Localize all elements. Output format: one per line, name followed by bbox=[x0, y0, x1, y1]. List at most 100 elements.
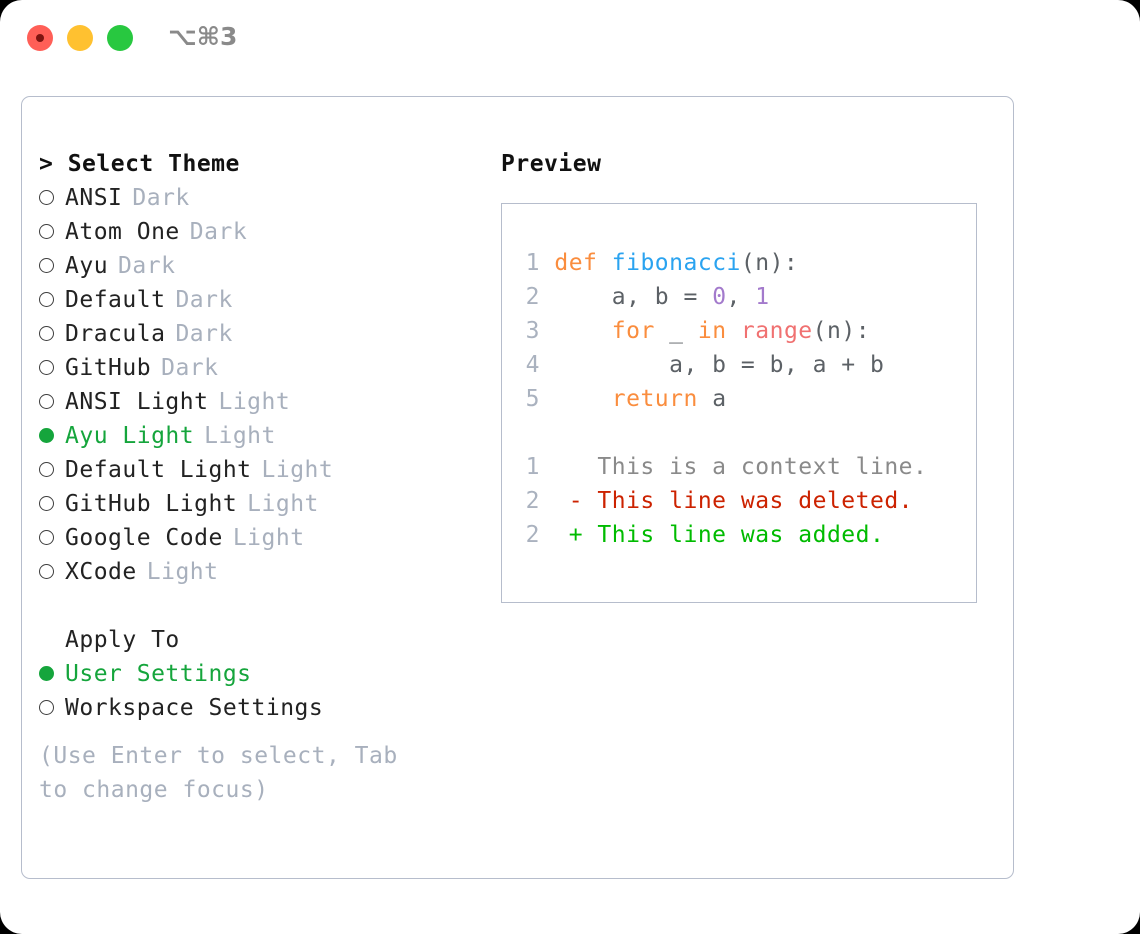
list-item[interactable]: Ayu Light Light bbox=[39, 419, 479, 453]
code-line: 4 a, b = b, a + b bbox=[514, 348, 927, 382]
list-item-label: ANSI Light bbox=[65, 389, 209, 415]
theme-variant-tag: Dark bbox=[118, 253, 176, 279]
hollow-circle-icon bbox=[39, 257, 54, 273]
list-item[interactable]: ANSI Light Light bbox=[39, 385, 479, 419]
code-token-kw: in bbox=[697, 318, 727, 344]
line-number: 3 bbox=[525, 318, 540, 344]
list-item-label: Google Code bbox=[65, 525, 223, 551]
list-item[interactable]: Atom One Dark bbox=[39, 215, 479, 249]
list-item[interactable]: GitHub Dark bbox=[39, 351, 479, 385]
list-item-label: ANSI bbox=[65, 185, 123, 211]
line-number: 2 bbox=[525, 284, 540, 310]
list-item-label: GitHub bbox=[65, 355, 152, 381]
line-number: 5 bbox=[525, 386, 540, 412]
code-token-plain: , bbox=[726, 284, 756, 310]
radio-unselected-icon bbox=[39, 453, 65, 487]
hollow-circle-icon bbox=[39, 393, 54, 409]
hollow-circle-icon bbox=[39, 223, 54, 239]
code-token-num: 1 bbox=[755, 284, 770, 310]
theme-variant-tag: Dark bbox=[132, 185, 190, 211]
list-item[interactable]: Google Code Light bbox=[39, 521, 479, 555]
list-item[interactable]: Ayu Dark bbox=[39, 249, 479, 283]
hollow-circle-icon bbox=[39, 189, 54, 205]
list-item-label: Ayu bbox=[65, 253, 109, 279]
diff-line: 2 + This line was added. bbox=[514, 518, 927, 552]
theme-variant-tag: Dark bbox=[175, 287, 233, 313]
code-token-plain: a bbox=[697, 386, 727, 412]
radio-selected-icon bbox=[39, 657, 65, 691]
list-item-label: Default Light bbox=[65, 457, 252, 483]
code-line: 1 def fibonacci(n): bbox=[514, 246, 927, 280]
line-number: 1 bbox=[525, 250, 540, 276]
close-button[interactable] bbox=[27, 25, 53, 51]
list-item[interactable]: User Settings bbox=[39, 657, 479, 691]
radio-unselected-icon bbox=[39, 487, 65, 521]
code-token-plain: _ bbox=[654, 318, 698, 344]
list-item-label: Atom One bbox=[65, 219, 180, 245]
code-preview: 1 def fibonacci(n): 2 a, b = 0, 1 3 for _ … bbox=[514, 246, 927, 552]
theme-variant-tag: Light bbox=[218, 389, 291, 415]
keyboard-hint-text: (Use Enter to select, Tab to change focu… bbox=[39, 743, 398, 803]
list-item[interactable]: Dracula Dark bbox=[39, 317, 479, 351]
theme-variant-tag: Light bbox=[204, 423, 276, 449]
filled-circle-icon bbox=[39, 427, 54, 443]
code-token-built: range bbox=[740, 318, 813, 344]
radio-unselected-icon bbox=[39, 181, 65, 215]
hollow-circle-icon bbox=[39, 325, 54, 341]
theme-variant-tag: Light bbox=[146, 559, 219, 585]
hollow-circle-icon bbox=[39, 563, 54, 579]
list-item[interactable]: Workspace Settings bbox=[39, 691, 479, 725]
code-token-plain bbox=[554, 386, 611, 412]
radio-unselected-icon bbox=[39, 249, 65, 283]
maximize-button[interactable] bbox=[107, 25, 133, 51]
theme-variant-tag: Dark bbox=[161, 355, 219, 381]
code-token-fn: fibonacci bbox=[611, 250, 741, 276]
preview-column: Preview 1 def fibonacci(n): 2 a, b = 0, 1… bbox=[501, 147, 991, 603]
code-token-kw: return bbox=[611, 386, 698, 412]
apply-to-heading: Apply To bbox=[65, 627, 180, 653]
traffic-light-buttons bbox=[27, 25, 133, 51]
preview-box: 1 def fibonacci(n): 2 a, b = 0, 1 3 for _ … bbox=[501, 203, 977, 603]
theme-variant-tag: Light bbox=[232, 525, 305, 551]
line-number: 4 bbox=[525, 352, 540, 378]
code-token-plain: a, b = bbox=[554, 284, 713, 310]
code-token-num: 0 bbox=[712, 284, 727, 310]
list-item-label: XCode bbox=[65, 559, 137, 585]
radio-unselected-icon bbox=[39, 385, 65, 419]
list-item[interactable]: Default Dark bbox=[39, 283, 479, 317]
radio-unselected-icon bbox=[39, 317, 65, 351]
list-item-label: Dracula bbox=[65, 321, 166, 347]
radio-unselected-icon bbox=[39, 691, 65, 725]
radio-unselected-icon bbox=[39, 283, 65, 317]
code-line: 3 for _ in range(n): bbox=[514, 314, 927, 348]
code-line: 5 return a bbox=[514, 382, 927, 416]
diff-line-text: This is a context line. bbox=[540, 454, 928, 480]
hollow-circle-icon bbox=[39, 495, 54, 511]
list-item-label: Ayu Light bbox=[65, 423, 195, 449]
radio-unselected-icon bbox=[39, 351, 65, 385]
list-item[interactable]: XCode Light bbox=[39, 555, 479, 589]
list-spacer bbox=[39, 589, 479, 623]
list-item-label: Default bbox=[65, 287, 166, 313]
minimize-button[interactable] bbox=[67, 25, 93, 51]
section-title-preview: Preview bbox=[501, 151, 602, 177]
hollow-circle-icon bbox=[39, 359, 54, 375]
code-token-plain bbox=[554, 318, 611, 344]
radio-unselected-icon bbox=[39, 521, 65, 555]
list-item[interactable]: ANSI Dark bbox=[39, 181, 479, 215]
theme-variant-tag: Dark bbox=[175, 321, 233, 347]
code-token-kw: for bbox=[611, 318, 655, 344]
theme-variant-tag: Dark bbox=[189, 219, 248, 245]
code-token-punct: (n): bbox=[740, 250, 799, 276]
title-bar: ⌥⌘3 bbox=[0, 0, 1140, 78]
radio-unselected-icon bbox=[39, 215, 65, 249]
code-token-plain: a, b = b, a + b bbox=[554, 352, 885, 378]
filled-circle-icon bbox=[39, 665, 54, 681]
section-title-select-theme: > Select Theme bbox=[39, 151, 240, 177]
code-diff-separator bbox=[514, 416, 927, 450]
